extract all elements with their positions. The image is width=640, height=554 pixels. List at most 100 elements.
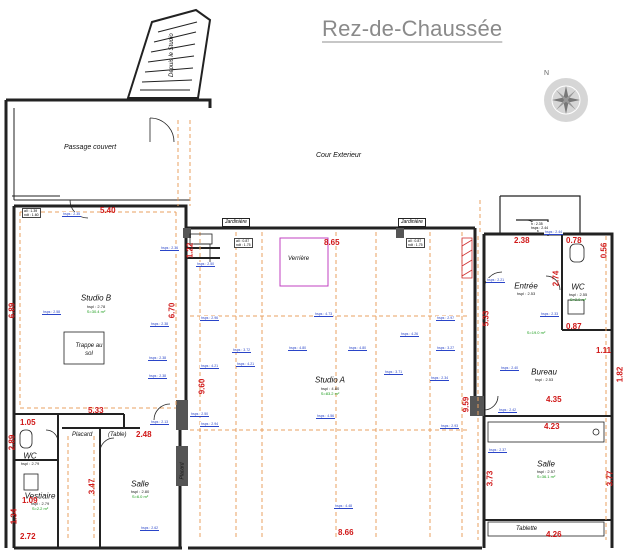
dimension-1-05: 1.05 <box>20 418 36 427</box>
columns <box>176 228 484 486</box>
height-label: hsps : 2.96 <box>200 316 220 321</box>
height-label: hsps : 2.33 <box>540 312 560 317</box>
label-table: (Table) <box>108 432 127 438</box>
fixtures <box>19 233 605 537</box>
dimension-5-40: 5.40 <box>100 206 116 215</box>
height-label: hsps : 4.21 <box>200 364 220 369</box>
room-vestiaire: Vestiaire <box>24 491 56 501</box>
height-label: hsps : 2.38 <box>148 356 168 361</box>
height-label: hsps : 2.93 <box>440 424 460 429</box>
label-cour: Cour Exterieur <box>316 152 362 159</box>
height-label: hsps : 2.13 <box>150 420 170 425</box>
height-label: hsps : 2.62 <box>140 526 160 531</box>
height-label: hsps : 4.21 <box>236 362 256 367</box>
height-label: hsps : 2.94 <box>200 422 220 427</box>
height-label: hsps : 4.80 <box>288 346 308 351</box>
room-entree: Entrée <box>514 281 538 291</box>
height-label: hsps : 2.42 <box>498 408 518 413</box>
dimension-1-82: 1.82 <box>615 366 625 383</box>
height-label: hsps : 4.48 <box>334 504 354 509</box>
dimension-2-38: 2.38 <box>514 236 530 245</box>
dimension-9-60: 9.60 <box>197 378 207 395</box>
room-entree-info: hspl : 2.53 <box>516 291 536 296</box>
dimension-1-22: 1.22 <box>185 242 195 259</box>
compass-rose <box>544 78 588 122</box>
dimension-3-47: 3.47 <box>87 478 97 495</box>
height-label: hsps : 2.40 <box>500 366 520 371</box>
height-label: hsps : 2.35 <box>62 212 82 217</box>
label-verriere: Verrière <box>288 256 310 262</box>
label-passage: Passage couvert <box>64 144 117 151</box>
dimension-4-26: 4.26 <box>546 530 562 539</box>
jardiniere-right: Jardinière <box>398 218 426 227</box>
room-bureau-info: hspl : 2.53 <box>534 377 554 382</box>
height-label: hsps : 4.56 <box>316 414 336 419</box>
dimension-9-59: 9.59 <box>461 396 471 413</box>
height-label: hsps : 4.26 <box>400 332 420 337</box>
dimension-2-72: 2.72 <box>20 532 36 541</box>
dimension-1-09: 1.09 <box>22 496 38 505</box>
dimension-3-73: 3.73 <box>485 470 495 487</box>
dimension-2-89: 2.89 <box>7 434 17 451</box>
height-label: hsps : 4.80 <box>348 346 368 351</box>
room-wc-right: WC <box>571 282 585 292</box>
dimension-0-87: 0.87 <box>566 322 582 331</box>
interior-walls <box>14 234 612 548</box>
jardiniere-left: Jardinière <box>222 218 250 227</box>
beams <box>19 120 607 540</box>
room-wc-left: WC <box>23 451 37 461</box>
height-label: hsps : 3.72 <box>232 348 252 353</box>
dimension-2-48: 2.48 <box>136 430 152 439</box>
dimension-4-23: 4.23 <box>544 422 560 431</box>
label-trappe: Trappe au sol <box>75 343 103 357</box>
label-tablette: Tablette <box>516 526 538 532</box>
dimension-5-33-horizontal: 5.33 <box>88 406 104 415</box>
compass-north-label: N <box>544 70 550 77</box>
room-bureau: Bureau <box>531 367 557 377</box>
room-entree-surface: S=19.0 m² <box>526 330 546 335</box>
height-label: hsps : 2.36 <box>160 246 180 251</box>
height-label: hsps : 2.38 <box>150 322 170 327</box>
dimension-6-89: 6.89 <box>7 302 17 319</box>
dimension-8-65: 8.65 <box>324 238 340 247</box>
passage-walls <box>4 98 212 548</box>
height-label: hsps : 3.71 <box>384 370 404 375</box>
height-label: hsps : 2.37 <box>488 448 508 453</box>
dimension-1-11: 1.11 <box>596 346 612 355</box>
room-studio-b: Studio B <box>80 293 112 303</box>
label-depuis: Depuis le Studio <box>169 33 175 77</box>
height-label: hsps : 2.97 <box>436 316 456 321</box>
room-salle-right: Salle <box>537 459 555 469</box>
page-title: Rez-de-Chaussée <box>322 16 503 41</box>
height-label: hsps : 2.50 <box>190 412 210 417</box>
dimension-4-35: 4.35 <box>546 395 562 404</box>
stairwell <box>126 8 212 99</box>
dimension-8-66: 8.66 <box>338 528 354 537</box>
height-label: hsps : 3.27 <box>436 346 456 351</box>
label-placard: Placard <box>72 432 93 438</box>
walls <box>12 204 614 550</box>
height-label: hsps : 2.34 <box>430 376 450 381</box>
height-label: hsps : 2.58 <box>42 310 62 315</box>
height-label: hsps : 4.73 <box>314 312 334 317</box>
right-annex <box>499 195 581 236</box>
room-salle-left: Salle <box>131 479 149 489</box>
height-label: hsps : 2.38 <box>148 374 168 379</box>
dimension-2-74: 2.74 <box>551 270 561 287</box>
height-label: hsps : 2.44 <box>544 230 564 235</box>
room-studio-a: Studio A <box>315 375 345 385</box>
trappe-outline <box>63 331 105 365</box>
hatch-blocks <box>461 237 473 279</box>
dimension-5-33-vertical: 5.33 <box>481 310 491 327</box>
dimension-0-56: 0.56 <box>599 242 609 259</box>
dimension-0-78: 0.78 <box>566 236 582 245</box>
